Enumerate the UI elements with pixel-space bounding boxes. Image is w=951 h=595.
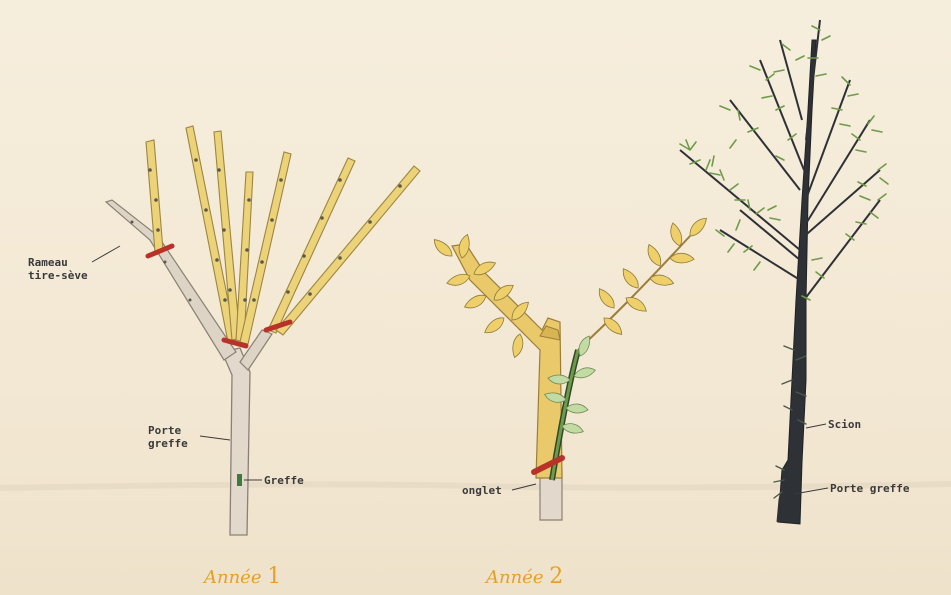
year-2-caption: Année 2	[486, 564, 563, 589]
graft-mark	[237, 474, 242, 486]
rootstock-trunk-1	[222, 348, 250, 535]
tree-year-3	[680, 20, 888, 524]
label-rameau: Rameau tire-sève	[28, 256, 88, 282]
label-greffe: Greffe	[264, 474, 304, 487]
dark-trunk	[778, 40, 816, 524]
label-porte-greffe-3: Porte greffe	[830, 482, 909, 495]
tree-year-2	[431, 215, 710, 520]
label-porte-greffe-1: Porte greffe	[148, 424, 188, 450]
label-onglet: onglet	[462, 484, 502, 497]
tree-year-1	[92, 126, 420, 535]
label-scion: Scion	[828, 418, 861, 431]
scion-shoots-1	[146, 126, 420, 344]
foliage-3	[680, 26, 888, 300]
year-1-caption: Année 1	[204, 564, 281, 589]
